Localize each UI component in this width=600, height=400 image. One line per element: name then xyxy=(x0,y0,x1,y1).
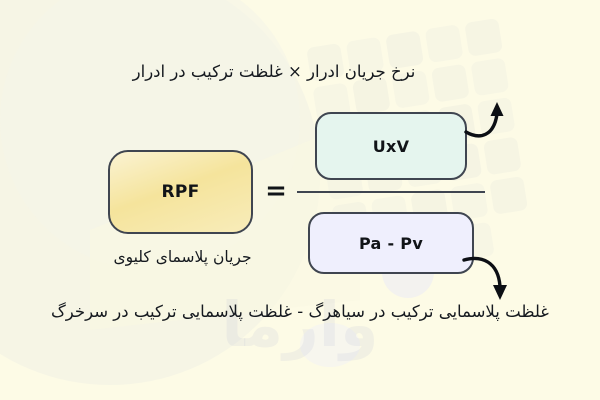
denominator-box: Pa - Pv xyxy=(308,212,474,274)
rpf-box-label: RPF xyxy=(161,182,200,202)
equals-sign: = xyxy=(265,176,287,206)
denominator-caption: غلظت پلاسمایی ترکیب در سیاهرگ - غلظت پلا… xyxy=(51,302,549,321)
numerator-box: UxV xyxy=(315,112,467,180)
numerator-box-label: UxV xyxy=(372,136,410,156)
rpf-caption: جریان پلاسمای کلیوی xyxy=(113,248,252,266)
watermark-text: وارما xyxy=(221,288,379,361)
fraction-bar xyxy=(297,191,485,193)
curved-arrow-up-icon xyxy=(464,102,504,138)
rpf-box: RPF xyxy=(108,150,253,234)
numerator-caption: نرخ جریان ادرار × غلظت ترکیب در ادرار xyxy=(132,62,416,81)
denominator-box-label: Pa - Pv xyxy=(358,233,424,253)
